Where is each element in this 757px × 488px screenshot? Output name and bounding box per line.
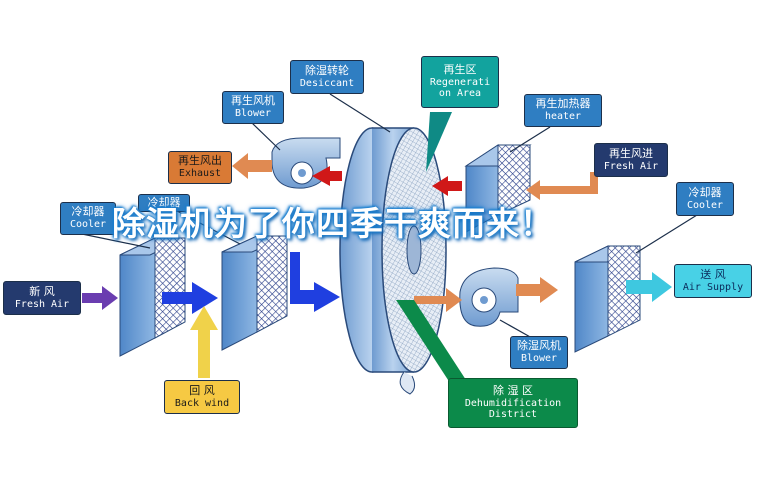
dehum-district-en2: District <box>488 409 538 421</box>
desiccant-en: Desiccant <box>299 77 355 89</box>
back-wind-cn: 回 风 <box>189 383 215 397</box>
cooler-left-label: 冷却器 Cooler <box>60 202 116 235</box>
fresh-air-en: Fresh Air <box>14 298 70 310</box>
dehum-blower-cn: 除湿风机 <box>517 339 561 353</box>
regen-heater-cn: 再生加热器 <box>535 97 591 111</box>
regen-exhaust-en: Exhaust <box>178 168 222 180</box>
desiccant-label: 除湿转轮 Desiccant <box>290 60 364 94</box>
process-air-arrow-2 <box>290 252 340 312</box>
regen-return-arrow <box>312 166 342 186</box>
cooler-left-cn: 冷却器 <box>71 205 105 219</box>
overlay-banner-text: 除湿机为了你四季干爽而来！ <box>112 204 554 243</box>
left-cooler-unit <box>119 237 186 357</box>
regen-exhaust-label: 再生风出 Exhaust <box>168 151 232 184</box>
supply-air-en: Air Supply <box>682 281 744 293</box>
back-wind-en: Back wind <box>174 397 230 409</box>
exhaust-arrow <box>232 153 272 179</box>
regen-fresh-air-cn: 再生风进 <box>609 146 653 160</box>
dehum-district-cn: 除 湿 区 <box>493 384 533 398</box>
regen-heater-label: 再生加热器 heater <box>524 94 602 127</box>
cooler-left-en: Cooler <box>69 219 107 231</box>
regen-area-en2: on Area <box>438 88 482 100</box>
regen-heater-en: heater <box>544 111 582 123</box>
regen-blower-label: 再生风机 Blower <box>222 91 284 124</box>
desiccant-cn: 除湿转轮 <box>305 63 349 77</box>
regen-area-label: 再生区 Regenerati on Area <box>421 56 499 108</box>
regen-area-en1: Regenerati <box>429 76 491 88</box>
fresh-air-cn: 新 风 <box>29 284 55 298</box>
regen-blower-en: Blower <box>234 108 272 120</box>
fresh-air-arrow <box>82 286 118 310</box>
regen-intake-arrow <box>526 172 598 200</box>
dehum-outflow-arrow <box>414 277 558 312</box>
fresh-air-label: 新 风 Fresh Air <box>3 281 81 315</box>
cooler-mid-cn: 冷却器 <box>147 195 181 209</box>
regen-fresh-air-en: Fresh Air <box>603 160 659 172</box>
supply-air-arrow <box>626 272 672 302</box>
cooler-mid-label: 冷却器 <box>138 194 190 212</box>
cooler-right-en: Cooler <box>686 199 724 211</box>
right-cooler-unit <box>574 245 641 353</box>
dehum-district-label: 除 湿 区 Dehumidification District <box>448 378 578 428</box>
dehum-blower-en: Blower <box>520 353 558 365</box>
dehum-district-en1: Dehumidification <box>464 397 562 409</box>
regen-exhaust-cn: 再生风出 <box>178 154 222 168</box>
back-wind-arrow <box>190 306 218 378</box>
back-wind-label: 回 风 Back wind <box>164 380 240 414</box>
regen-area-cn: 再生区 <box>443 63 477 77</box>
regen-hot-arrow <box>432 176 462 196</box>
supply-air-cn: 送 风 <box>700 267 726 281</box>
desiccant-wheel <box>339 127 447 395</box>
regen-heater-unit <box>464 144 532 233</box>
dehum-blower-fan <box>459 267 519 327</box>
supply-air-label: 送 风 Air Supply <box>674 264 752 298</box>
cooler-right-cn: 冷却器 <box>688 185 722 199</box>
regen-fresh-air-label: 再生风进 Fresh Air <box>594 143 668 177</box>
cooler-right-label: 冷却器 Cooler <box>676 182 734 216</box>
mid-cooler-unit <box>221 235 288 351</box>
dehum-blower-label: 除湿风机 Blower <box>510 336 568 369</box>
regen-blower-cn: 再生风机 <box>231 94 275 108</box>
